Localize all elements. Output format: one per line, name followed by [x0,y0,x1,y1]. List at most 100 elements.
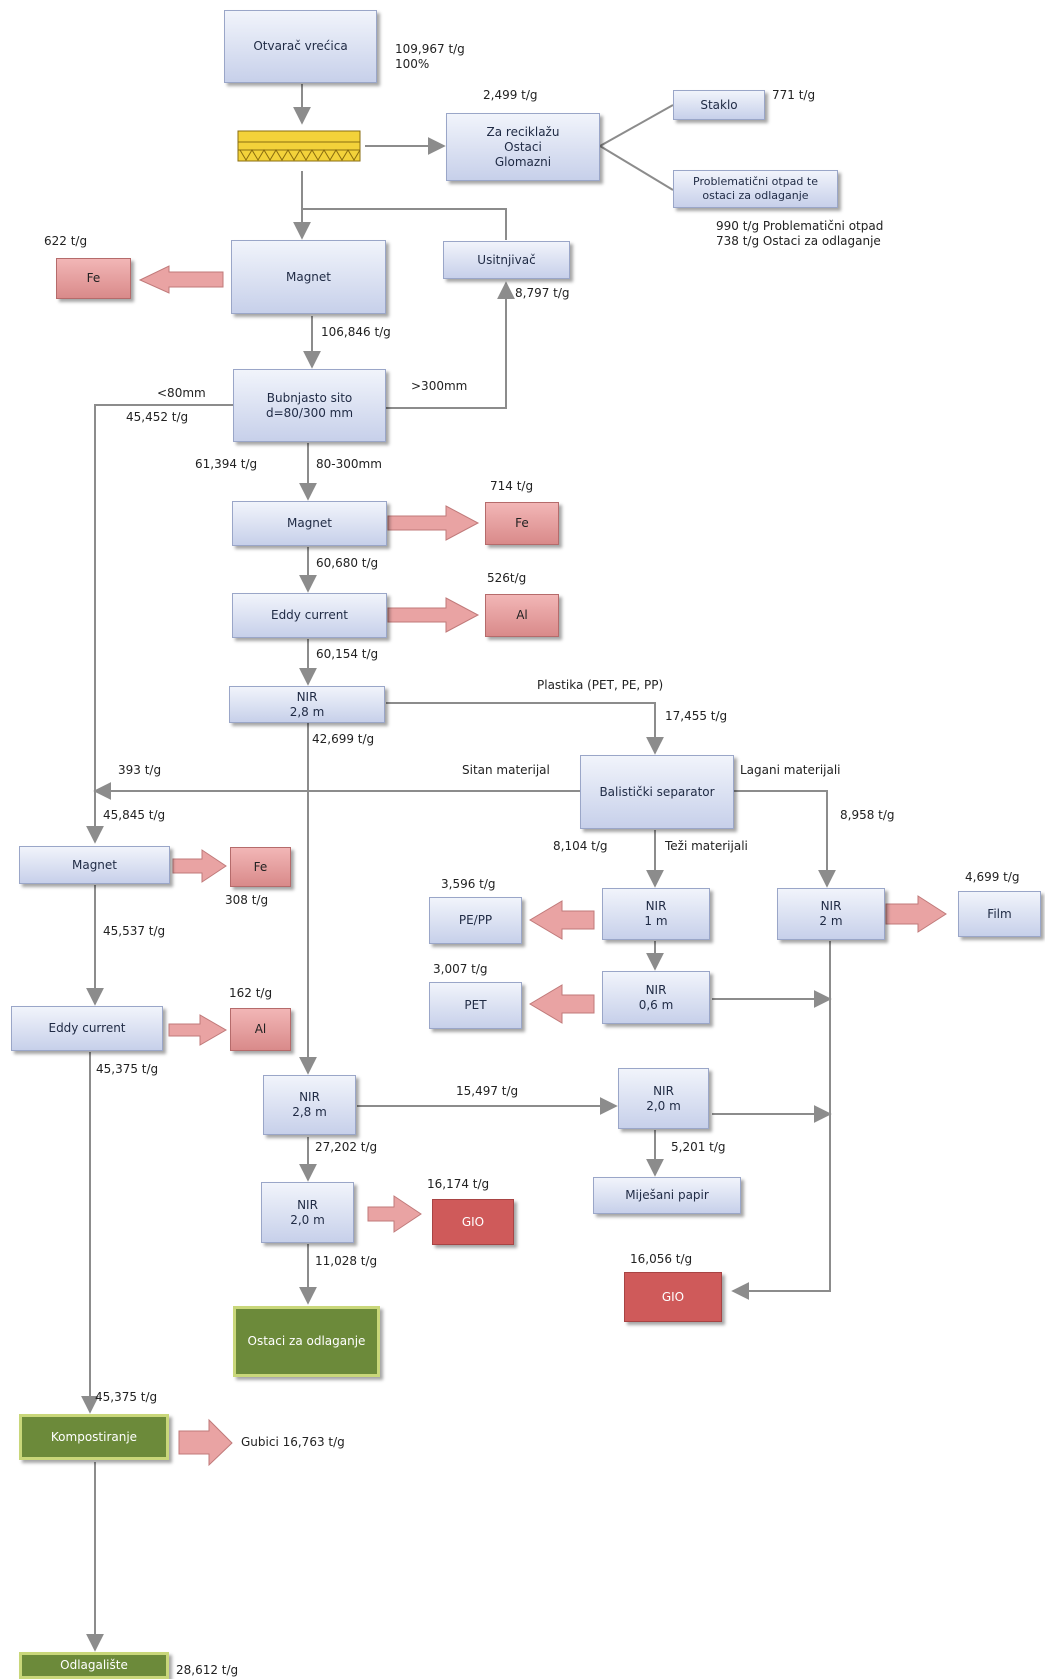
fe3-box: Fe [230,847,291,887]
bubnjasto-label: Bubnjasto sito d=80/300 mm [265,390,354,420]
otvarac-box: Otvarač vrećica [224,10,377,83]
label-gio1: 16,174 t/g [427,1177,490,1191]
label-gubici: Gubici 16,763 t/g [241,1435,345,1449]
fe2-box: Fe [485,502,559,545]
arrow-nir20b-gio1 [367,1195,422,1233]
label-lagani-flow: 8,958 t/g [840,808,895,822]
label-after-nir28b: 27,202 t/g [315,1140,378,1154]
label-mijesani: 5,201 t/g [671,1140,726,1154]
line-sito-to-usitnjivac [386,281,515,409]
al2-label: Al [254,1022,267,1036]
label-fe2: 714 t/g [490,479,534,493]
label-fe3: 308 t/g [225,893,269,907]
label-fe1: 622 t/g [44,234,88,248]
problematicni-box: Problematični otpad te ostaci za odlagan… [673,170,838,208]
ostaci-label: Ostaci za odlaganje [247,1334,366,1348]
label-paper-flow: 15,497 t/g [456,1084,519,1098]
label-plastika: Plastika (PET, PE, PP) [537,678,664,692]
label-after-eddy1: 60,154 t/g [316,647,379,661]
label-al2: 162 t/g [229,986,273,1000]
arrow-kompost-gubici [178,1418,233,1467]
al2-box: Al [230,1008,291,1051]
arrow-magnet3-fe3 [172,849,227,883]
arrow-nir06-pet [529,984,595,1024]
arrow-nir2m-film [885,895,947,933]
label-problem: 990 t/g Problematični otpad 738 t/g Osta… [716,219,884,248]
gio2-box: GIO [624,1272,722,1322]
arrow-magnet1-fe1 [138,265,224,294]
magnet1-label: Magnet [285,269,332,284]
bubnjasto-box: Bubnjasto sito d=80/300 mm [233,369,386,442]
odlagaliste-box: Odlagalište [19,1652,169,1679]
nir06-label: NIR 0,6 m [638,982,674,1012]
label-lt80: <80mm [157,386,206,400]
label-staklo: 771 t/g [772,88,816,102]
label-al1: 526t/g [487,571,527,585]
label-in-total: 109,967 t/g 100% [395,42,465,71]
fe1-label: Fe [86,271,101,285]
label-kompost-in: 45,375 t/g [95,1390,158,1404]
balisticki-label: Balistički separator [599,784,715,799]
eddy1-label: Eddy current [270,608,349,622]
connector-lines [81,84,836,1652]
mijesani-label: Miješani papir [625,1188,709,1202]
reciklaza-label: Za reciklažu Ostaci Glomazni [486,124,560,169]
pet-label: PET [464,998,487,1012]
label-after-nir1: 42,699 t/g [312,732,375,746]
label-gt300: >300mm [411,379,468,393]
screen-conveyor-icon [237,130,361,162]
al1-label: Al [516,608,528,622]
pet-box: PET [429,982,522,1029]
film-box: Film [958,891,1041,937]
balisticki-box: Balistički separator [580,755,734,829]
label-plastika-flow: 17,455 t/g [665,709,728,723]
nir1m-box: NIR 1 m [602,888,710,940]
magnet2-box: Magnet [232,501,387,546]
eddy2-box: Eddy current [11,1006,163,1051]
label-tezi-flow: 8,104 t/g [553,839,608,853]
kompostiranje-label: Kompostiranje [50,1429,138,1444]
label-film: 4,699 t/g [965,870,1020,884]
nir1m-label: NIR 1 m [644,899,668,928]
nir20a-label: NIR 2,0 m [646,1083,681,1113]
nir20b-box: NIR 2,0 m [261,1182,354,1243]
arrow-nir1m-pepp [529,900,595,940]
label-fine1: 45,452 t/g [126,410,189,424]
fe2-label: Fe [515,516,529,530]
al1-box: Al [485,594,559,637]
label-mid-flow: 61,394 t/g [195,457,258,471]
arrow-magnet2-fe2 [387,505,480,541]
line-recycle-to-problem [599,145,674,191]
label-sitan-flow: 393 t/g [118,763,162,777]
magnet3-label: Magnet [71,857,118,872]
label-tezi: Teži materijali [665,839,748,853]
fe3-label: Fe [253,859,268,874]
line-nir2m-to-gio2 [731,941,831,1300]
fe1-box: Fe [56,258,131,299]
label-after-magnet1: 106,846 t/g [321,325,391,339]
line-recycle-to-staklo [599,104,674,147]
nir06-box: NIR 0,6 m [602,971,710,1024]
problematicni-label: Problematični otpad te ostaci za odlagan… [693,175,818,202]
label-after-eddy2: 45,375 t/g [96,1062,159,1076]
odlagaliste-label: Odlagalište [60,1658,128,1672]
label-lagani: Lagani materijali [740,763,841,777]
line-balisticki-lagani [734,790,836,888]
nir2m-box: NIR 2 m [777,888,885,940]
otvarac-label: Otvarač vrećica [253,39,348,53]
label-recycle: 2,499 t/g [483,88,538,102]
label-after-magnet3: 45,537 t/g [103,924,166,938]
label-after-nir20b: 11,028 t/g [315,1254,378,1268]
block-arrows [138,265,947,1467]
label-gio2: 16,056 t/g [630,1252,693,1266]
nir20b-label: NIR 2,0 m [290,1197,325,1227]
eddy1-box: Eddy current [232,593,387,638]
nir28b-box: NIR 2,8 m [263,1075,356,1135]
line-sito-fine [86,404,233,844]
label-after-magnet2: 60,680 t/g [316,556,379,570]
label-usitnjivac: 8,797 t/g [515,286,570,300]
label-pepp: 3,596 t/g [441,877,496,891]
nir28b-label: NIR 2,8 m [292,1090,327,1119]
nir2m-label: NIR 2 m [819,899,843,928]
